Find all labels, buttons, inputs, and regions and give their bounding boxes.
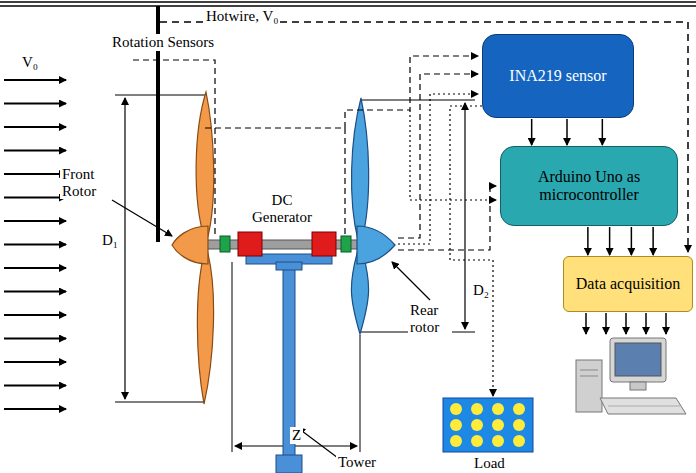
- signal-arrow: [587, 227, 589, 255]
- sensor-label: Rotation Sensors: [110, 34, 216, 51]
- load-lamp: [450, 435, 462, 447]
- output-arrow: [585, 313, 587, 334]
- wind-arrow: [4, 267, 66, 269]
- load-lamp: [492, 435, 504, 447]
- dimension-label: D₂: [471, 282, 491, 299]
- wind-arrow: [4, 150, 66, 152]
- part-label: Load: [472, 455, 507, 472]
- signal-arrow: [602, 119, 604, 145]
- load-lamp: [471, 435, 483, 447]
- wind-arrow: [4, 126, 66, 128]
- load-lamp: [471, 403, 483, 415]
- wind-arrow: [4, 338, 66, 340]
- signal-arrow: [631, 227, 633, 255]
- box-text: Data acquisition: [576, 275, 680, 293]
- load-lamp: [513, 403, 525, 415]
- wind-arrow: [4, 220, 66, 222]
- output-arrow: [605, 313, 607, 334]
- box-text: INA219 sensor: [509, 67, 606, 85]
- part-label: Rear rotor: [408, 302, 452, 335]
- signal-arrow: [566, 119, 568, 145]
- sensor-label: Hotwire, V₀: [204, 8, 280, 25]
- velocity-label: V₀: [20, 54, 40, 71]
- output-arrow: [625, 313, 627, 334]
- box-text: Arduino Uno as microcontroller: [509, 168, 669, 205]
- dimension-label: D₁: [100, 232, 120, 249]
- acquisition-box: Data acquisition: [563, 256, 693, 312]
- wind-arrow: [4, 314, 66, 316]
- output-arrow: [665, 313, 667, 334]
- wind-arrow: [4, 197, 66, 199]
- part-label: DC Generator: [240, 192, 324, 225]
- load-lamp: [492, 403, 504, 415]
- wind-arrow: [4, 361, 66, 363]
- wind-arrow: [4, 79, 66, 81]
- load-lamp: [513, 419, 525, 431]
- signal-arrow: [531, 119, 533, 145]
- load-lamp: [471, 419, 483, 431]
- dimension-label: Z: [290, 427, 303, 444]
- load-lamp: [492, 419, 504, 431]
- wind-arrow: [4, 408, 66, 410]
- load-lamp: [450, 419, 462, 431]
- load-lamp: [513, 435, 525, 447]
- part-label: Front Rotor: [60, 166, 114, 199]
- wind-arrow: [4, 173, 66, 175]
- wind-arrow: [4, 103, 66, 105]
- part-label: Tower: [336, 454, 378, 471]
- wind-arrow: [4, 385, 66, 387]
- controller-box: Arduino Uno as microcontroller: [500, 146, 678, 226]
- wind-arrow: [4, 244, 66, 246]
- signal-arrow: [652, 227, 654, 255]
- signal-arrow: [609, 227, 611, 255]
- sensor-box: INA219 sensor: [482, 34, 634, 118]
- wind-arrow: [4, 291, 66, 293]
- output-arrow: [645, 313, 647, 334]
- load-lamp: [450, 403, 462, 415]
